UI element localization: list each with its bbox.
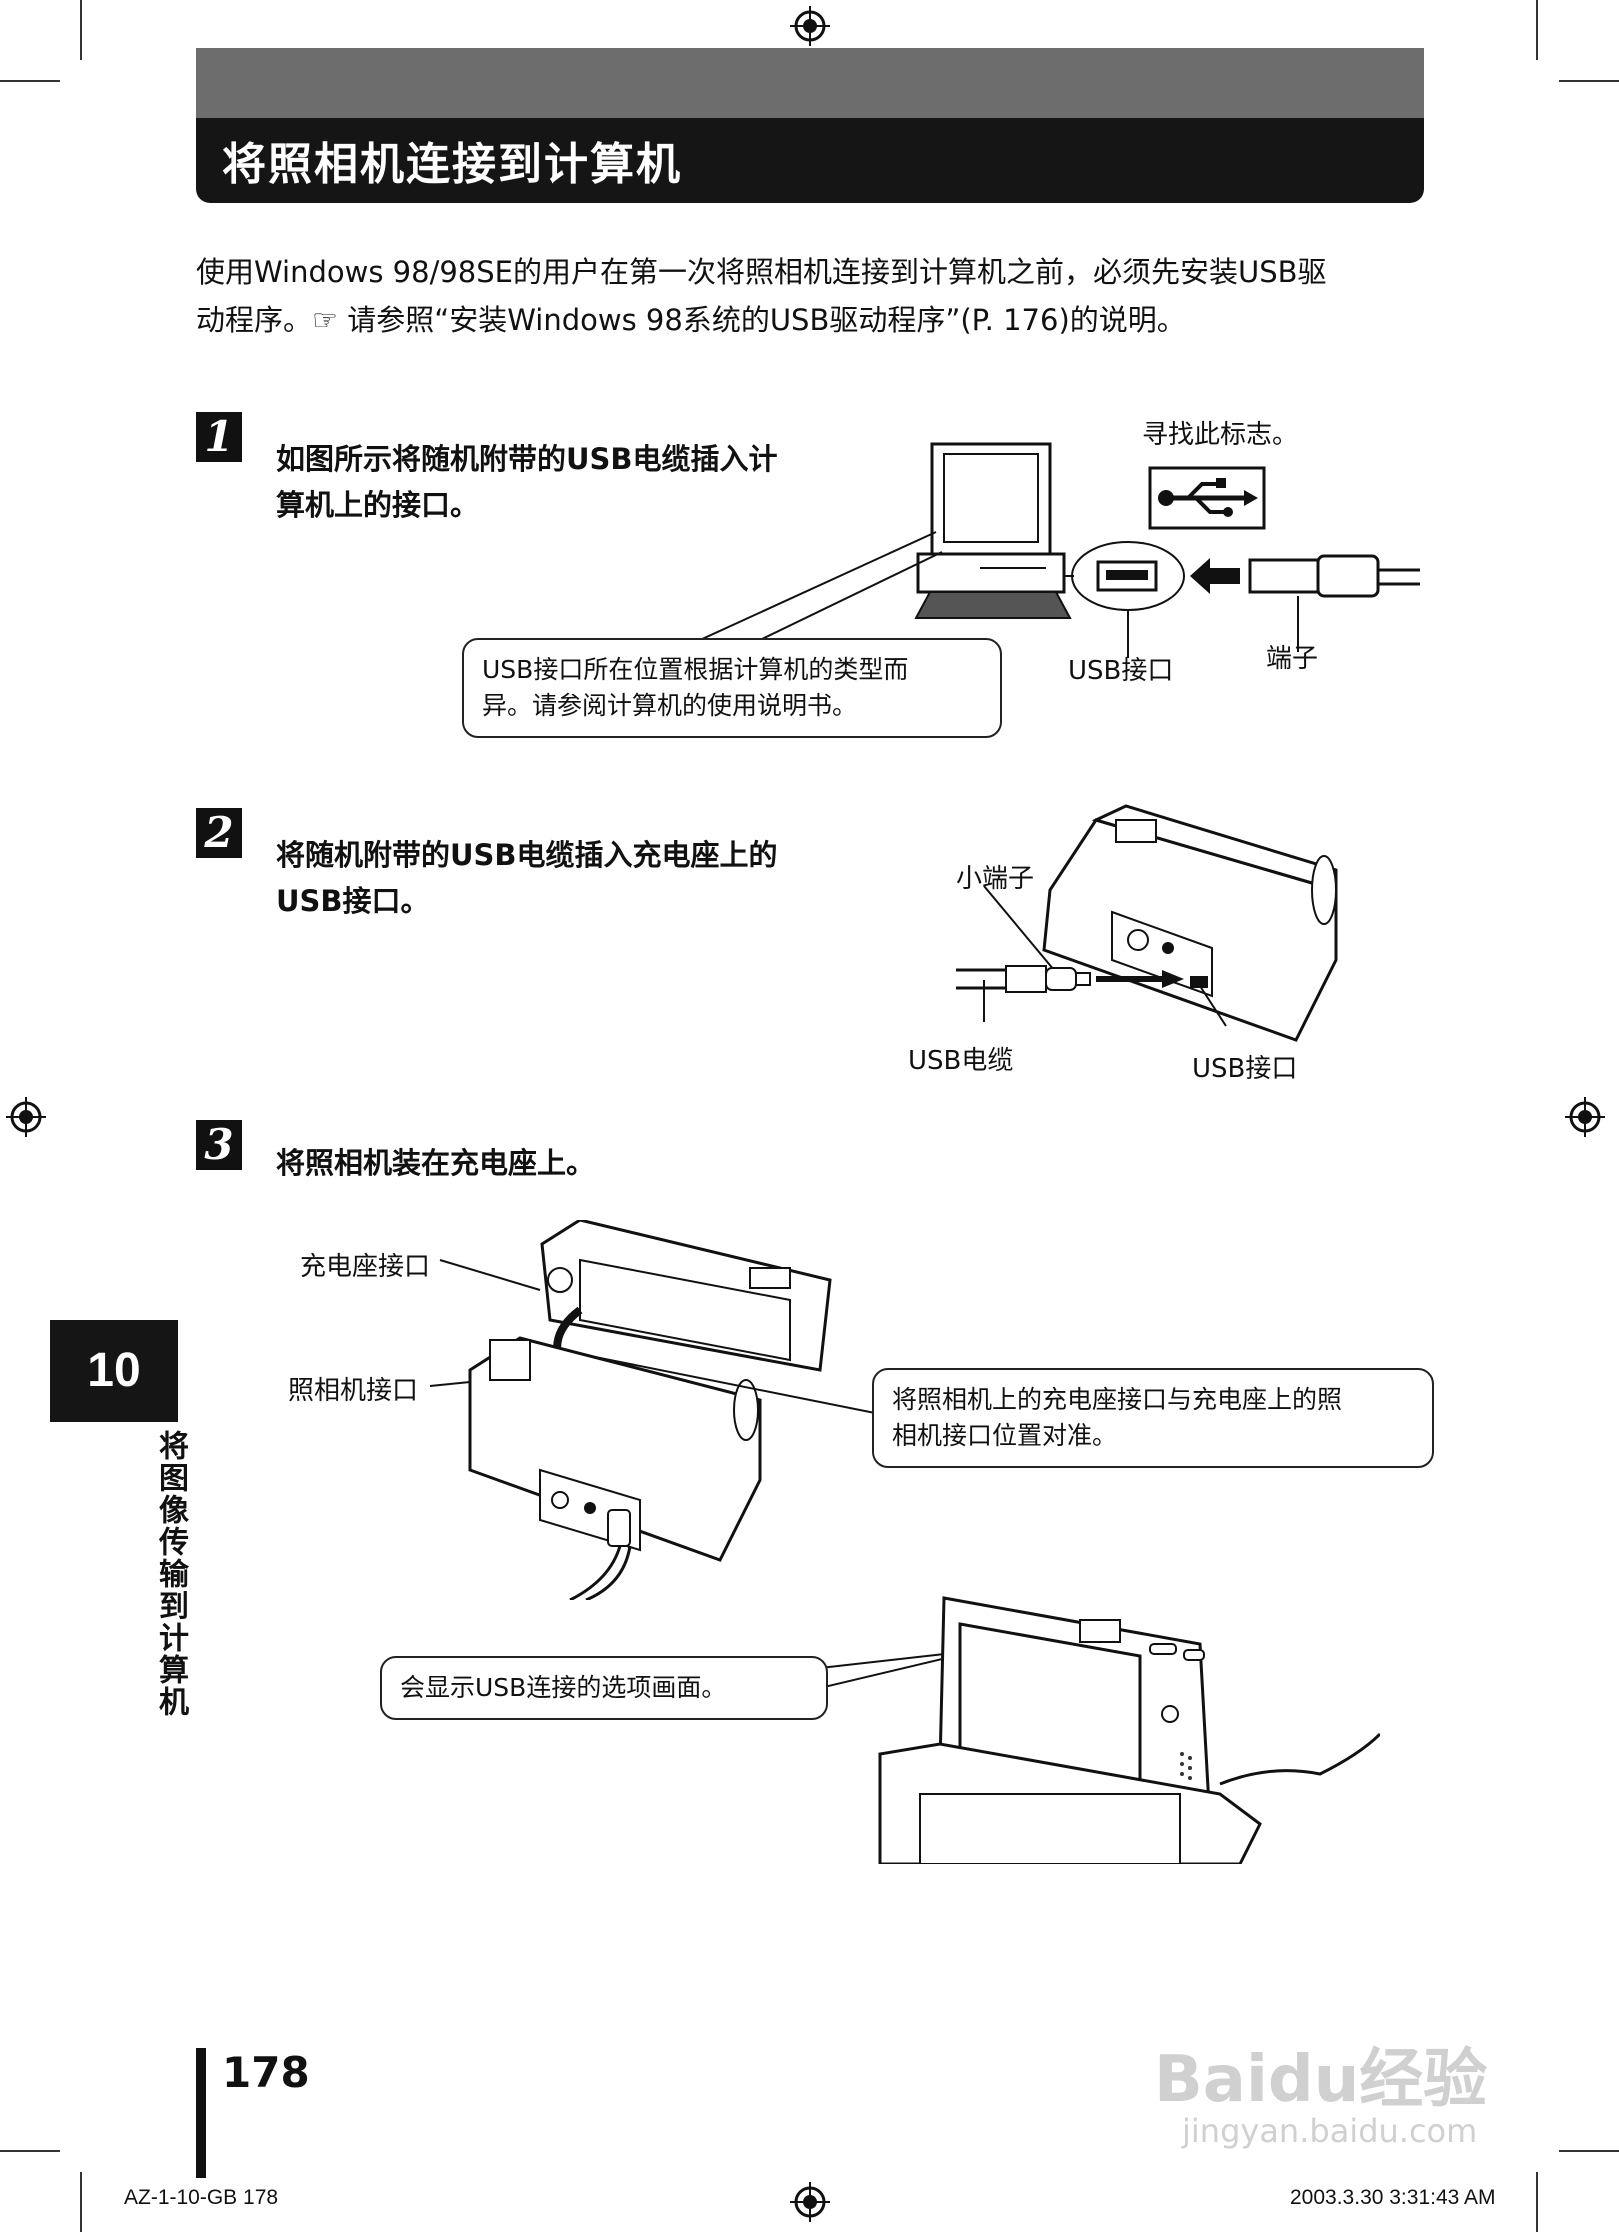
footer-code: AZ-1-10-GB 178 (124, 2186, 279, 2209)
footer-timestamp: 2003.3.30 3:31:43 AM (1290, 2186, 1496, 2209)
usb-option-callout: 会显示USB连接的选项画面。 (380, 1656, 828, 1720)
step1-callout: USB接口所在位置根据计算机的类型而 异。请参阅计算机的使用说明书。 (462, 638, 1002, 738)
camera-docked-illustration (820, 1596, 1380, 1864)
step-number: 1 (196, 412, 242, 462)
page-number: 178 (222, 2048, 310, 2097)
crop-mark (0, 80, 60, 82)
computer-usb-illustration (699, 442, 1420, 658)
chapter-tab: 10 (50, 1320, 178, 1422)
camera-cradle-illustration (430, 1220, 890, 1600)
registration-mark-icon (790, 2182, 830, 2222)
alignment-callout: 将照相机上的充电座接口与充电座上的照 相机接口位置对准。 (872, 1368, 1434, 1468)
page-header (196, 48, 1424, 203)
usb-port-label: USB接口 (1192, 1054, 1298, 1084)
cradle-usb-illustration (956, 804, 1338, 1042)
intro-line: 使用Windows 98/98SE的用户在第一次将照相机连接到计算机之前，必须先… (196, 255, 1327, 289)
registration-mark-icon (1565, 1097, 1605, 1137)
page-title: 将照相机连接到计算机 (222, 139, 682, 190)
cradle-connector-label: 充电座接口 (300, 1252, 431, 1282)
step-instruction: 将照相机装在充电座上。 (276, 1146, 596, 1180)
usb-cable-label: USB电缆 (908, 1046, 1014, 1076)
small-connector-label: 小端子 (956, 864, 1035, 894)
intro-line: 动程序。☞ 请参照“安装Windows 98系统的USB驱动程序”(P. 176… (196, 303, 1186, 337)
connector-label: 端子 (1266, 644, 1319, 674)
crop-mark (1559, 80, 1619, 82)
registration-mark-icon (6, 1097, 46, 1137)
crop-mark (80, 2172, 82, 2232)
step-instruction: 如图所示将随机附带的USB电缆插入计 算机上的接口。 (276, 442, 778, 522)
intro-paragraph: 使用Windows 98/98SE的用户在第一次将照相机连接到计算机之前，必须先… (196, 248, 1436, 344)
registration-mark-icon (790, 6, 830, 46)
crop-mark (1536, 2172, 1538, 2232)
watermark-logo: Baidu经验 (1154, 2043, 1488, 2117)
usb-port-label: USB接口 (1068, 656, 1174, 686)
crop-mark (1536, 0, 1538, 60)
watermark-url: jingyan.baidu.com (1182, 2112, 1478, 2150)
step-instruction: 将随机附带的USB电缆插入充电座上的 USB接口。 (276, 838, 778, 918)
step-number: 2 (196, 808, 242, 858)
step-number: 3 (196, 1120, 242, 1170)
page-number-bar (196, 2048, 206, 2178)
camera-connector-label: 照相机接口 (288, 1376, 419, 1406)
crop-mark (1559, 2150, 1619, 2152)
crop-mark (0, 2150, 60, 2152)
chapter-title: 将图像传输到计算机 (153, 1430, 188, 1718)
crop-mark (80, 0, 82, 60)
find-logo-label: 寻找此标志。 (1142, 420, 1299, 450)
usb-logo-icon (1148, 466, 1266, 530)
